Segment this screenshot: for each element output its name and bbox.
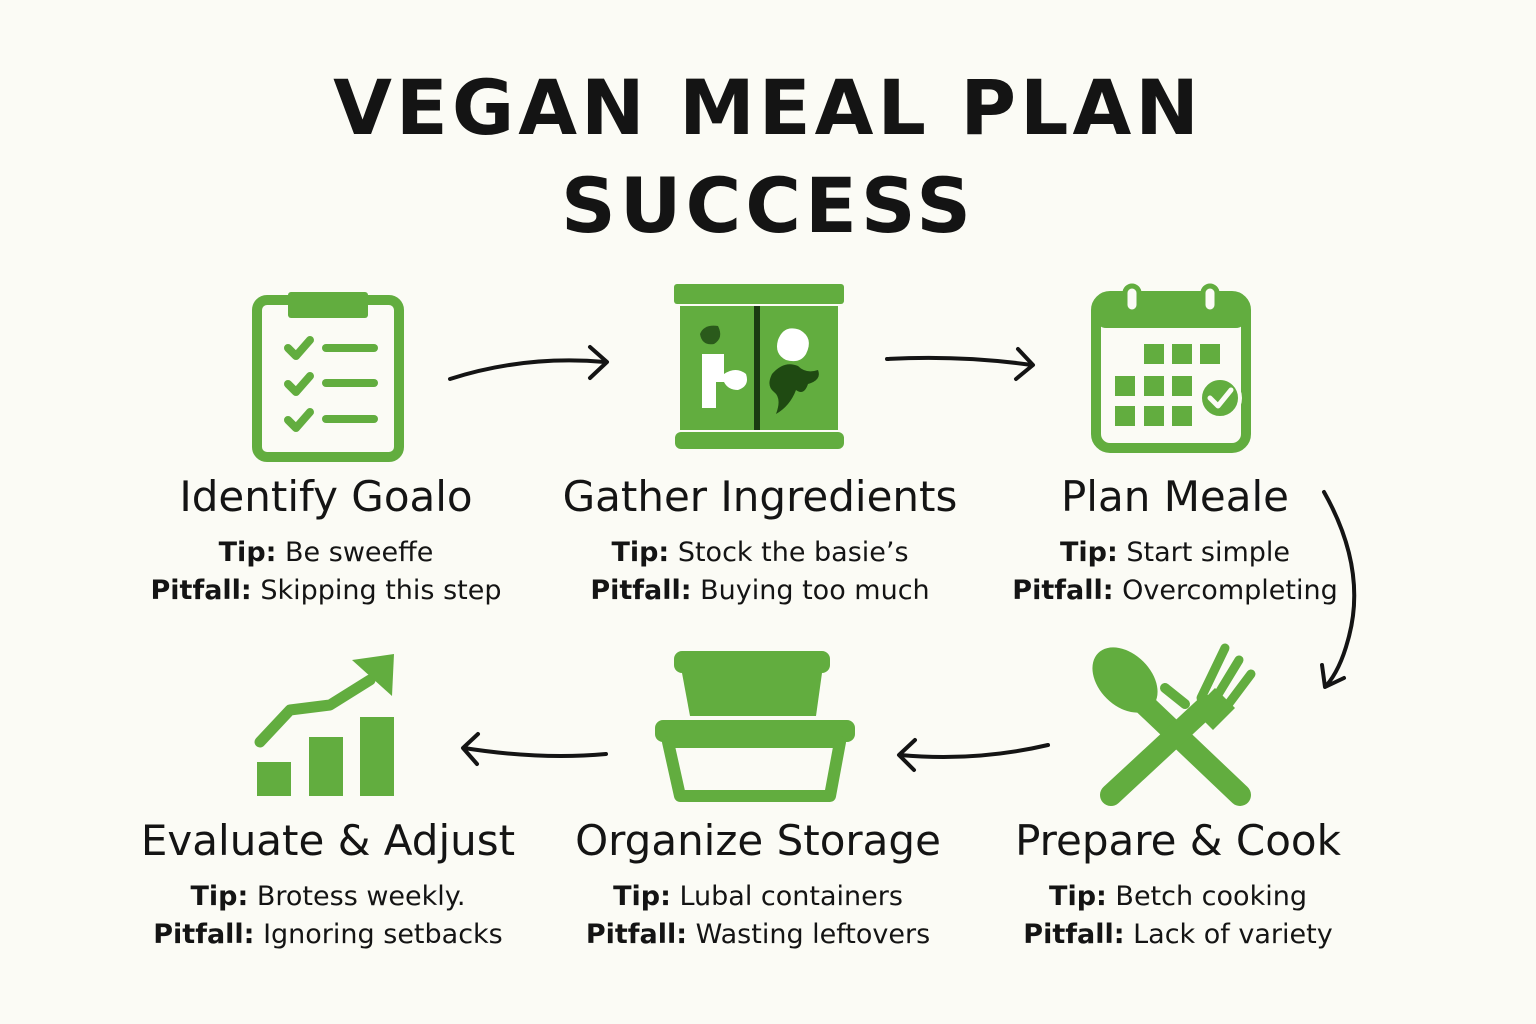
storage-container-icon <box>655 651 855 802</box>
step-plan-meals: Plan Meale Tip: Start simple Pitfall: Ov… <box>945 476 1405 610</box>
pitfall-text: Wasting leftovers <box>695 919 931 950</box>
pitfall-label: Pitfall: <box>150 575 252 606</box>
tip-text: Be sweeffe <box>285 537 434 568</box>
spoon-fork-icon <box>1092 643 1256 806</box>
pitfall-label: Pitfall: <box>590 575 692 606</box>
arrow-right-icon <box>885 347 1035 381</box>
arrow-left-icon <box>461 732 608 766</box>
step-title: Identify Goalo <box>179 472 473 521</box>
pitfall-label: Pitfall: <box>1023 919 1125 950</box>
step-pitfall: Pitfall: Lack of variety <box>948 916 1408 954</box>
page-title-line-2: SUCCESS <box>561 161 975 250</box>
arrow-down-curve-icon <box>1320 490 1357 689</box>
tip-text: Start simple <box>1126 537 1291 568</box>
pitfall-text: Buying too much <box>700 575 930 606</box>
tip-label: Tip: <box>613 881 671 912</box>
step-evaluate-adjust: Evaluate & Adjust Tip: Brotess weekly. P… <box>98 820 558 954</box>
calendar-check-icon <box>1091 283 1251 453</box>
pantry-ingredients-icon <box>674 284 844 449</box>
step-pitfall: Pitfall: Skipping this step <box>96 572 556 610</box>
step-pitfall: Pitfall: Wasting leftovers <box>528 916 988 954</box>
pitfall-text: Skipping this step <box>260 575 502 606</box>
step-tip: Tip: Betch cooking <box>948 878 1408 916</box>
tip-label: Tip: <box>218 537 277 568</box>
step-title: Prepare & Cook <box>1015 816 1341 865</box>
step-tip: Tip: Brotess weekly. <box>98 878 558 916</box>
step-tip: Tip: Stock the basie’s <box>530 534 990 572</box>
pitfall-text: Lack of variety <box>1133 919 1333 950</box>
step-prepare-cook: Prepare & Cook Tip: Betch cooking Pitfal… <box>948 820 1408 954</box>
arrow-right-icon <box>448 345 609 381</box>
step-pitfall: Pitfall: Overcompleting <box>945 572 1405 610</box>
step-identify-goals: Identify Goalo Tip: Be sweeffe Pitfall: … <box>96 476 556 610</box>
tip-label: Tip: <box>190 881 249 912</box>
step-tip: Tip: Start simple <box>945 534 1405 572</box>
step-pitfall: Pitfall: Ignoring setbacks <box>98 916 558 954</box>
pitfall-label: Pitfall: <box>585 919 688 950</box>
tip-label: Tip: <box>1059 537 1118 568</box>
step-title: Organize Storage <box>575 816 941 865</box>
step-tip: Tip: Be sweeffe <box>96 534 556 572</box>
tip-text: Lubal containers <box>679 881 903 912</box>
clipboard-checklist-icon <box>252 292 404 462</box>
step-title: Plan Meale <box>1060 472 1290 521</box>
arrow-left-icon <box>897 738 1050 772</box>
step-tip: Tip: Lubal containers <box>528 878 988 916</box>
tip-text: Betch cooking <box>1115 881 1307 912</box>
step-gather-ingredients: Gather Ingredients Tip: Stock the basie’… <box>530 476 990 610</box>
tip-text: Brotess weekly. <box>256 881 466 912</box>
step-title: Gather Ingredients <box>562 472 958 521</box>
tip-label: Tip: <box>1049 881 1107 912</box>
step-organize-storage: Organize Storage Tip: Lubal containers P… <box>528 820 988 954</box>
pitfall-label: Pitfall: <box>153 919 255 950</box>
tip-label: Tip: <box>611 537 670 568</box>
pitfall-label: Pitfall: <box>1012 575 1114 606</box>
step-title: Evaluate & Adjust <box>140 816 516 865</box>
step-pitfall: Pitfall: Buying too much <box>530 572 990 610</box>
tip-text: Stock the basie’s <box>677 537 909 568</box>
pitfall-text: Ignoring setbacks <box>263 919 503 950</box>
growth-chart-icon <box>254 654 394 796</box>
page-title-line-1: VEGAN MEAL PLAN <box>333 63 1203 152</box>
pitfall-text: Overcompleting <box>1122 575 1338 606</box>
